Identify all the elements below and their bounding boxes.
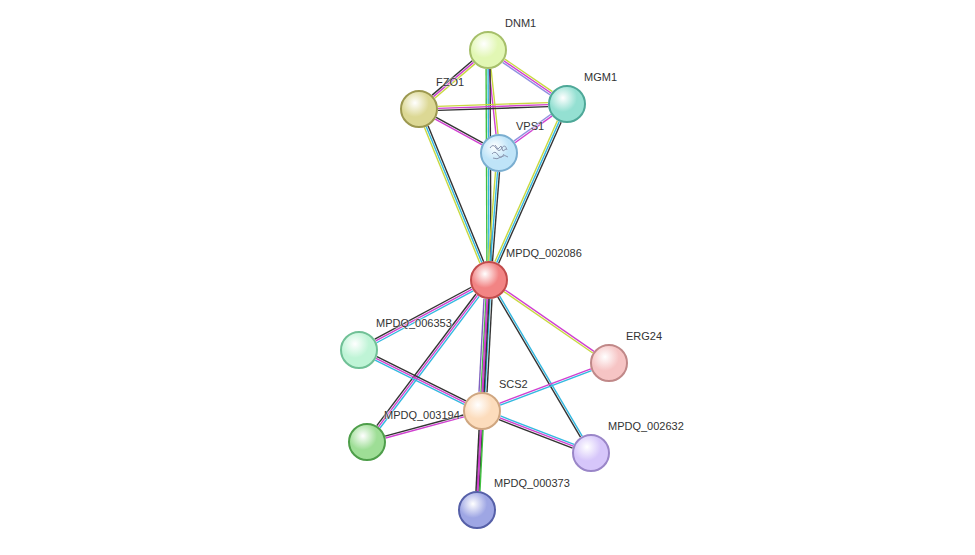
structure-ribbon bbox=[495, 145, 506, 151]
protein-structure-icon bbox=[490, 145, 508, 159]
protein-node: VPS1 bbox=[480, 134, 518, 172]
protein-node: DNM1 bbox=[469, 31, 507, 69]
node-label: MPDQ_000373 bbox=[494, 477, 570, 490]
evidence-line bbox=[435, 119, 482, 145]
evidence-line bbox=[504, 61, 552, 94]
interaction-edge bbox=[435, 117, 483, 144]
interaction-edge bbox=[424, 126, 483, 263]
evidence-line bbox=[424, 127, 480, 263]
protein-node: FZO1 bbox=[400, 90, 438, 128]
protein-node: MGM1 bbox=[548, 85, 586, 123]
node-label: MPDQ_003194 bbox=[384, 409, 460, 422]
evidence-line bbox=[476, 430, 479, 491]
node-label: MGM1 bbox=[584, 71, 617, 84]
node-label: VPS1 bbox=[516, 120, 544, 133]
structure-ribbon bbox=[492, 152, 504, 157]
interaction-edge bbox=[514, 114, 552, 142]
interaction-edge bbox=[504, 290, 594, 353]
interaction-edge bbox=[375, 287, 473, 343]
evidence-line bbox=[376, 358, 465, 402]
node-label: MPDQ_002086 bbox=[506, 247, 582, 260]
interaction-edge bbox=[438, 103, 548, 111]
node-label: ERG24 bbox=[626, 330, 662, 343]
evidence-line bbox=[433, 62, 473, 96]
evidence-line bbox=[500, 418, 574, 446]
evidence-line bbox=[500, 416, 574, 444]
protein-node: MPDQ_002086 bbox=[470, 261, 508, 299]
protein-node: MPDQ_006353 bbox=[340, 331, 378, 369]
structure-ribbon bbox=[490, 146, 507, 151]
interaction-edge bbox=[476, 430, 483, 491]
evidence-line bbox=[489, 172, 496, 261]
evidence-line bbox=[435, 64, 475, 98]
evidence-line bbox=[375, 360, 464, 404]
interaction-edge bbox=[432, 61, 475, 98]
structure-ribbon bbox=[493, 156, 508, 159]
evidence-line bbox=[499, 369, 590, 404]
evidence-line bbox=[515, 116, 552, 143]
evidence-line bbox=[498, 297, 581, 437]
evidence-line bbox=[375, 287, 472, 339]
node-label: SCS2 bbox=[499, 378, 528, 391]
interaction-edge bbox=[375, 357, 466, 405]
evidence-line bbox=[505, 59, 553, 92]
evidence-line bbox=[376, 289, 473, 341]
protein-node: ERG24 bbox=[590, 344, 628, 382]
evidence-line bbox=[432, 61, 472, 95]
evidence-line bbox=[504, 292, 593, 353]
interaction-edge bbox=[499, 369, 591, 405]
protein-node: SCS2 bbox=[463, 392, 501, 430]
protein-node: MPDQ_000373 bbox=[458, 491, 496, 529]
interaction-edge bbox=[489, 172, 500, 261]
interaction-edge bbox=[498, 296, 582, 437]
protein-node: MPDQ_002632 bbox=[572, 434, 610, 472]
evidence-line bbox=[436, 117, 483, 143]
evidence-line bbox=[499, 420, 573, 448]
evidence-line bbox=[503, 62, 551, 95]
evidence-line bbox=[377, 357, 466, 401]
protein-node: MPDQ_003194 bbox=[348, 423, 386, 461]
evidence-line bbox=[500, 296, 583, 436]
evidence-line bbox=[438, 107, 548, 111]
node-label: MPDQ_002632 bbox=[608, 420, 684, 433]
node-label: FZO1 bbox=[436, 76, 464, 89]
evidence-line bbox=[505, 290, 594, 351]
evidence-line bbox=[377, 294, 476, 426]
node-label: MPDQ_006353 bbox=[376, 317, 452, 330]
node-label: DNM1 bbox=[505, 17, 536, 30]
interaction-edge bbox=[499, 416, 574, 448]
evidence-line bbox=[426, 127, 482, 263]
evidence-line bbox=[428, 126, 484, 262]
interaction-edge bbox=[503, 59, 553, 95]
evidence-line bbox=[514, 114, 551, 141]
